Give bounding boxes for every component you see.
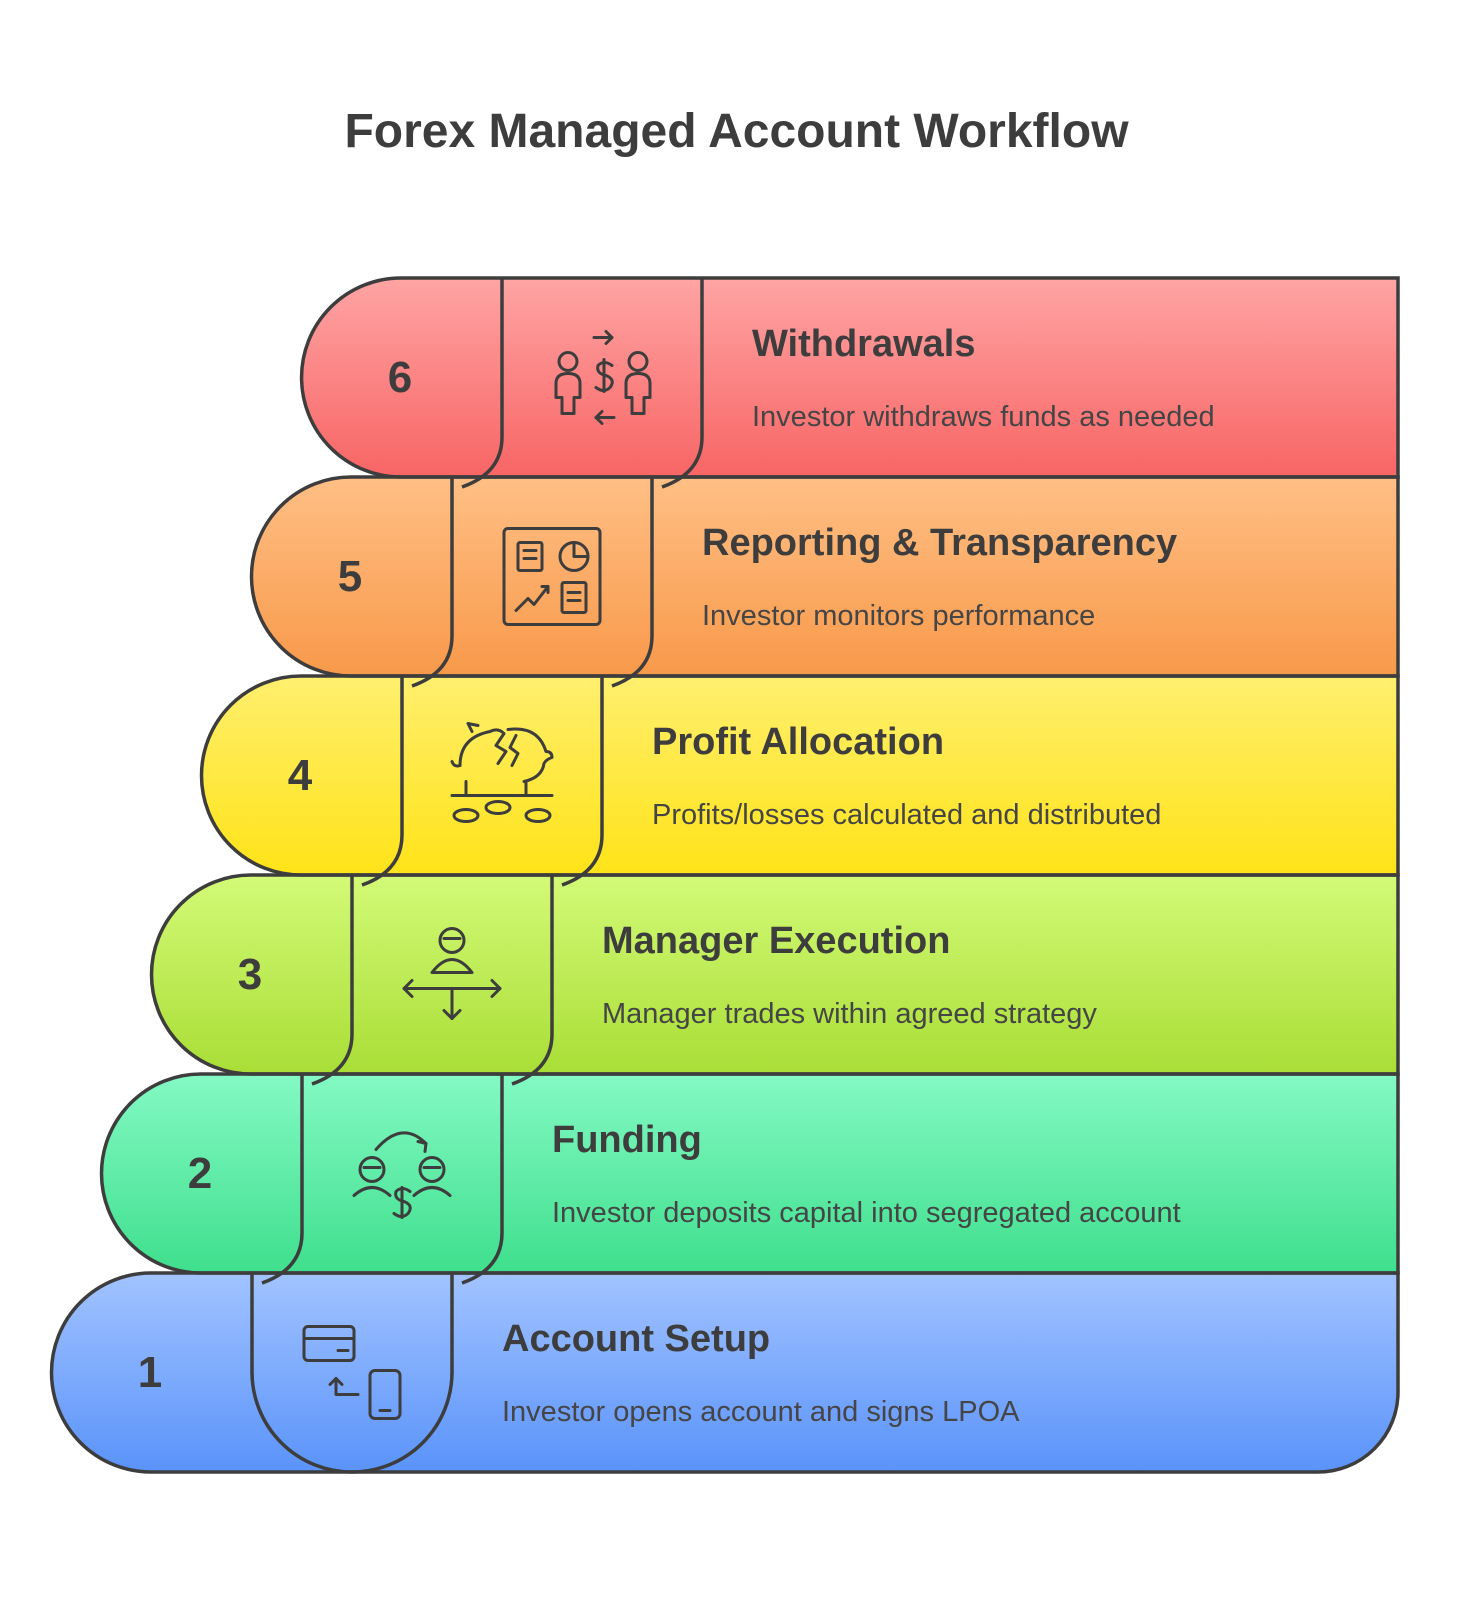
step-number: 3 [238, 950, 262, 999]
people-money-transfer-icon [352, 1131, 452, 1219]
diagram-title: Forex Managed Account Workflow [344, 105, 1129, 158]
step-band-outline [99, 1072, 1400, 1275]
step-title: Account Setup [502, 1318, 770, 1360]
people-exchange-funds-icon [554, 330, 652, 425]
step-description: Investor monitors performance [702, 600, 1095, 632]
connector-line [461, 278, 704, 489]
step-number: 1 [138, 1348, 162, 1397]
step-band-outline [149, 873, 1400, 1076]
step-number: 6 [388, 353, 412, 402]
step-description: Profits/losses calculated and distribute… [652, 799, 1161, 831]
connector-line [411, 477, 654, 688]
step-band [201, 676, 1398, 875]
dashboard-report-icon [502, 527, 602, 626]
step-band-outline [199, 674, 1400, 877]
step-band-outline [249, 475, 1400, 678]
step-band-outline [49, 1271, 1400, 1474]
step-number: 4 [288, 751, 313, 800]
step-band [251, 477, 1398, 676]
manager-directions-icon [402, 927, 502, 1020]
step-band [101, 1074, 1399, 1273]
step-description: Manager trades within agreed strategy [602, 998, 1097, 1030]
step-title: Manager Execution [602, 920, 950, 962]
step-title: Profit Allocation [652, 721, 944, 763]
broken-piggy-bank-icon [450, 722, 554, 823]
step-title: Reporting & Transparency [702, 522, 1177, 564]
step-description: Investor opens account and signs LPOA [502, 1396, 1020, 1428]
step-number: 5 [338, 552, 362, 601]
step-description: Investor withdraws funds as needed [752, 401, 1215, 433]
step-description: Investor deposits capital into segregate… [552, 1197, 1181, 1229]
step-band [51, 1273, 1398, 1472]
connector-line [311, 875, 554, 1086]
step-band [301, 278, 1398, 477]
connector-line [361, 676, 604, 887]
step-band-outline [299, 276, 1400, 479]
step-title: Funding [552, 1119, 702, 1161]
connector-line [261, 1074, 504, 1285]
connector-line [250, 1273, 454, 1474]
step-number: 2 [188, 1149, 212, 1198]
card-phone-transfer-icon [302, 1325, 402, 1420]
step-title: Withdrawals [752, 323, 975, 365]
step-band [151, 875, 1398, 1074]
